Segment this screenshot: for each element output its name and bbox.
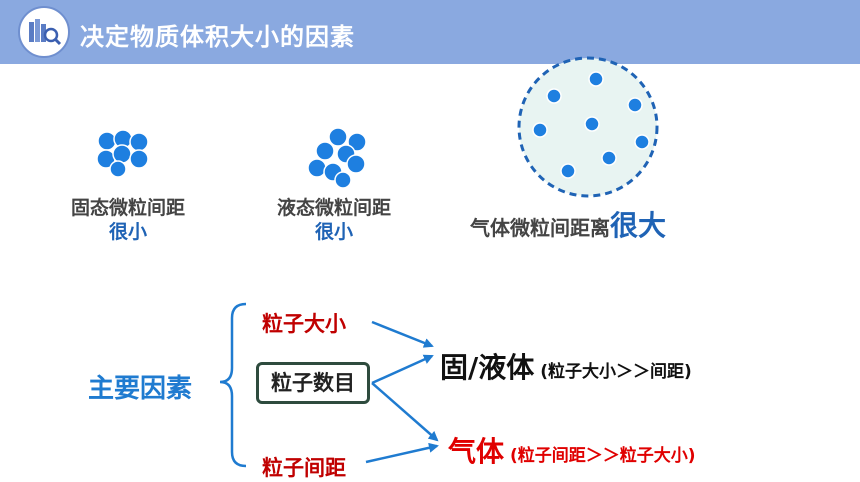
gas-particle-container	[517, 56, 659, 198]
liquid-particle	[328, 127, 348, 147]
result-solid-note: (粒子大小＞＞间距)	[540, 362, 692, 382]
arrow-count-to-gas	[371, 382, 439, 442]
solid-particle	[109, 160, 127, 178]
books-magnifier-icon	[18, 6, 70, 58]
solid-caption: 固态微粒间距 很小	[58, 196, 198, 244]
liquid-particle	[315, 141, 335, 161]
gas-particle	[532, 122, 548, 138]
factor-particle-distance: 粒子间距	[262, 456, 346, 480]
page-title: 决定物质体积大小的因素	[80, 23, 355, 51]
gas-particle	[627, 97, 643, 113]
liquid-particle	[346, 154, 366, 174]
gas-particle	[560, 163, 576, 179]
arrow-size-to-solid	[371, 320, 434, 348]
arrow-count-to-solid	[371, 354, 434, 385]
result-solid-label: 固/液体	[440, 351, 535, 384]
liquid-particle	[334, 171, 352, 189]
result-gas: 气体(粒子间距＞＞粒子大小)	[448, 430, 696, 470]
factor-particle-count: 粒子数目	[256, 362, 370, 404]
gas-label: 气体微粒间距离	[470, 216, 610, 240]
liquid-particle	[347, 132, 367, 152]
main-factor-label: 主要因素	[88, 374, 193, 404]
factor-bracket	[219, 302, 247, 468]
solid-particle	[129, 149, 149, 169]
gas-particle	[546, 88, 562, 104]
gas-caption: 气体微粒间距离很大	[470, 204, 666, 244]
header-bar: 决定物质体积大小的因素	[0, 0, 860, 64]
gas-particle	[601, 150, 617, 166]
gas-particle	[634, 134, 650, 150]
result-solid-liquid: 固/液体(粒子大小＞＞间距)	[440, 346, 692, 386]
arrow-distance-to-gas	[365, 442, 439, 464]
gas-particle	[588, 71, 604, 87]
result-gas-label: 气体	[448, 435, 505, 468]
liquid-label: 液态微粒间距	[276, 197, 391, 219]
solid-particle-cluster	[96, 129, 149, 178]
liquid-caption: 液态微粒间距 很小	[264, 196, 404, 244]
solid-emphasis: 很小	[108, 221, 147, 243]
liquid-particle-cluster	[307, 127, 367, 189]
gas-emphasis: 很大	[610, 209, 667, 242]
gas-particle	[584, 116, 600, 132]
liquid-emphasis: 很小	[314, 221, 353, 243]
solid-label: 固态微粒间距	[70, 197, 185, 219]
factor-particle-size: 粒子大小	[262, 312, 346, 336]
result-gas-note: (粒子间距＞＞粒子大小)	[510, 446, 696, 466]
